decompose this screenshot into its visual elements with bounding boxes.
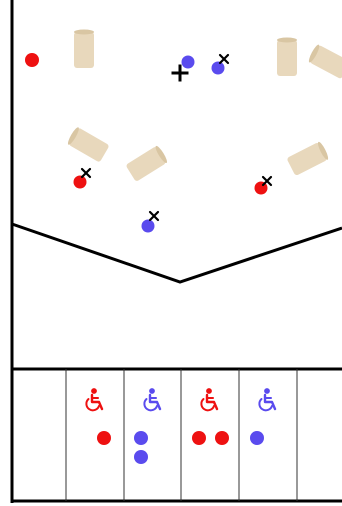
obstacle-peg [286, 141, 329, 176]
x-mark-icon [150, 212, 158, 220]
bin-red-ball [97, 431, 111, 445]
bin-blue-ball [134, 450, 148, 464]
x-mark-icon [220, 55, 228, 63]
crosshair-plus-icon [173, 66, 187, 80]
bin-red-ball [192, 431, 206, 445]
blue-ball [182, 56, 195, 69]
funnel-ramp [12, 224, 342, 282]
wheelchair-icon [201, 389, 217, 411]
obstacle-peg [307, 44, 342, 80]
red-ball [25, 53, 39, 67]
x-mark-icon [263, 177, 271, 185]
blue-ball [212, 62, 225, 75]
obstacle-peg [125, 145, 168, 182]
wheelchair-icon [86, 389, 102, 411]
blue-ball [142, 220, 155, 233]
x-mark-icon [82, 169, 90, 177]
red-ball [74, 176, 87, 189]
bin-blue-ball [134, 431, 148, 445]
bin-blue-ball [250, 431, 264, 445]
obstacle-peg [277, 38, 297, 77]
obstacle-peg [66, 126, 109, 163]
bin-red-ball [215, 431, 229, 445]
wheelchair-icon [259, 389, 275, 411]
obstacle-peg [74, 30, 94, 69]
wheelchair-icon [144, 389, 160, 411]
